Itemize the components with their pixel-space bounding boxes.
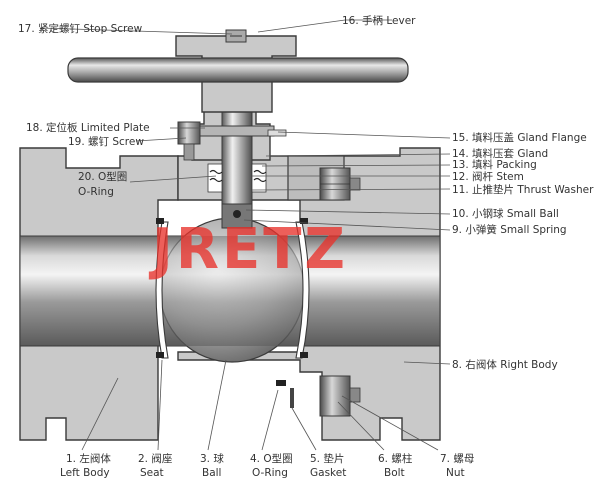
label-o-ring-20-cn: 20. O型圈 (78, 170, 127, 183)
label-screw: 19. 螺钉 Screw (68, 136, 144, 148)
label-seat-en: Seat (140, 467, 164, 479)
label-ball-cn: 3. 球 (200, 452, 224, 465)
label-lever: 16. 手柄 Lever (342, 14, 416, 27)
label-small-ball: 10. 小钢球 Small Ball (452, 207, 559, 220)
seat-left (155, 221, 169, 359)
lever (67, 35, 409, 113)
label-bolt-cn: 6. 螺柱 (378, 452, 413, 465)
label-right-body: 8. 右阀体 Right Body (452, 358, 558, 371)
label-packing: 13. 填料 Packing (452, 158, 537, 171)
logo-watermark: JRETZ (148, 217, 348, 282)
label-gland-flange: 15. 填料压盖 Gland Flange (452, 131, 587, 144)
label-nut-en: Nut (446, 467, 465, 479)
packing (207, 163, 267, 193)
label-nut-cn: 7. 螺母 (440, 453, 474, 465)
labels-bottom: 1. 左阀体 Left Body 2. 阀座 Seat 3. 球 Ball 4.… (60, 452, 474, 479)
gland-flange (199, 125, 287, 137)
label-stem: 12. 阀杆 Stem (452, 170, 524, 183)
label-bolt-en: Bolt (384, 467, 405, 479)
label-o-ring-20-en: O-Ring (78, 186, 114, 198)
body-seals (156, 218, 308, 358)
bolt-nut-top (319, 167, 361, 201)
label-thrust-washer: 11. 止推垫片 Thrust Washer (452, 183, 594, 196)
label-gasket-cn: 5. 垫片 (310, 452, 344, 465)
ball (159, 217, 305, 363)
label-seat-cn: 2. 阀座 (138, 452, 172, 465)
stop-screw (225, 29, 247, 43)
leader-lines (39, 19, 451, 451)
label-gland: 14. 填料压套 Gland (452, 147, 548, 160)
label-gasket-en: Gasket (310, 467, 346, 479)
label-ball-en: Ball (202, 467, 221, 479)
labels-right: 16. 手柄 Lever 15. 填料压盖 Gland Flange 14. 填… (342, 14, 594, 371)
label-limited-plate: 18. 定位板 Limited Plate (26, 121, 150, 134)
label-stop-screw: 17. 紧定螺钉 Stop Screw (18, 22, 143, 35)
svg-text:JRETZ: JRETZ (148, 217, 348, 282)
label-left-body-en: Left Body (60, 467, 110, 479)
labels-left: 17. 紧定螺钉 Stop Screw 18. 定位板 Limited Plat… (18, 22, 150, 198)
o-ring-4 (276, 380, 286, 386)
label-o-ring-4-en: O-Ring (252, 467, 288, 479)
label-small-spring: 9. 小弹簧 Small Spring (452, 223, 567, 236)
gasket-5 (290, 388, 294, 408)
label-left-body-cn: 1. 左阀体 (66, 452, 111, 465)
label-o-ring-4-cn: 4. O型圈 (250, 452, 293, 465)
